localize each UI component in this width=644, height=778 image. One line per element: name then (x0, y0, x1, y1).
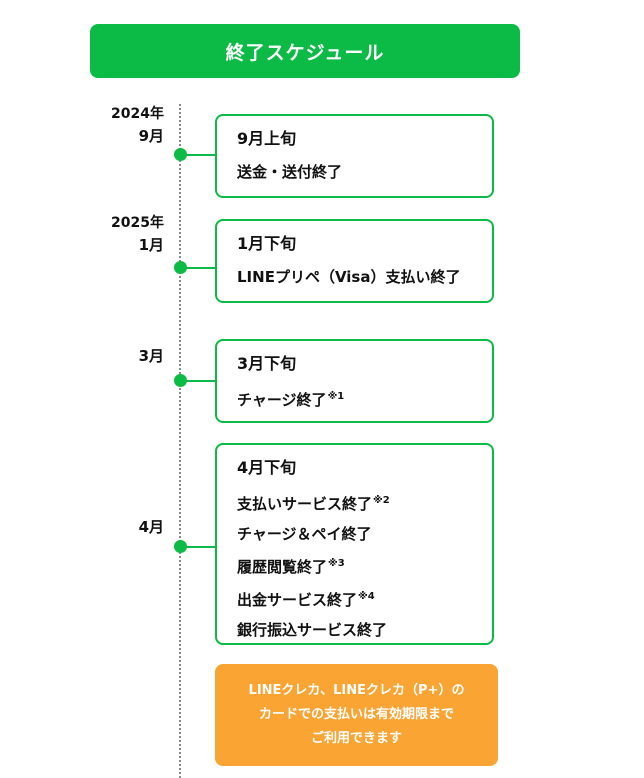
timeline-dot (174, 261, 187, 274)
card-item: 支払いサービス終了※2 (237, 495, 390, 513)
schedule-card-mar: 3月下旬 チャージ終了※1 (215, 339, 494, 423)
date-label: 4月 (139, 516, 164, 538)
timeline-connector (186, 267, 216, 269)
footnote-mark: ※1 (327, 391, 345, 402)
timeline-connector (186, 546, 216, 548)
timeline-dot (174, 540, 187, 553)
card-title: 3月下旬 (237, 354, 297, 373)
schedule-title: 終了スケジュール (225, 41, 385, 64)
footnote-mark: ※4 (358, 591, 375, 602)
card-item: 出金サービス終了※4 (237, 591, 375, 609)
date-label: 2024年 9月 (111, 103, 164, 147)
date-year: 2024年 (111, 106, 164, 122)
schedule-header: 終了スケジュール (90, 24, 520, 78)
note-line: カードでの支払いは有効期限まで (258, 707, 454, 722)
card-title: 4月下旬 (237, 458, 297, 477)
timeline-dot (174, 374, 187, 387)
credit-card-note: LINEクレカ、LINEクレカ（P+）の カードでの支払いは有効期限まで ご利用… (215, 664, 498, 766)
card-item: LINEプリペ（Visa）支払い終了 (237, 268, 461, 286)
note-line: ご利用できます (310, 731, 402, 746)
card-item: 送金・送付終了 (237, 163, 343, 181)
schedule-card-apr: 4月下旬 支払いサービス終了※2 チャージ＆ペイ終了 履歴閲覧終了※3 出金サー… (215, 443, 494, 645)
schedule-card-sep-2024: 9月上旬 送金・送付終了 (215, 114, 494, 198)
date-month: 9月 (138, 127, 164, 145)
date-month: 1月 (138, 236, 164, 254)
date-label: 3月 (139, 345, 164, 367)
schedule-card-jan-2025: 1月下旬 LINEプリペ（Visa）支払い終了 (215, 219, 494, 303)
date-month: 3月 (138, 347, 164, 365)
date-month: 4月 (138, 518, 164, 536)
card-item: 銀行振込サービス終了 (237, 621, 388, 639)
timeline-connector (186, 380, 216, 382)
timeline-line (179, 104, 181, 778)
timeline-dot (174, 148, 187, 161)
timeline-connector (186, 154, 216, 156)
card-item: 履歴閲覧終了※3 (237, 558, 345, 576)
card-title: 1月下旬 (237, 234, 297, 253)
footnote-mark: ※2 (373, 495, 390, 506)
footnote-mark: ※3 (328, 558, 345, 569)
card-item: チャージ＆ペイ終了 (237, 525, 372, 543)
date-year: 2025年 (111, 215, 164, 231)
note-line: LINEクレカ、LINEクレカ（P+）の (248, 683, 465, 698)
card-title: 9月上旬 (237, 129, 297, 148)
date-label: 2025年 1月 (111, 212, 164, 256)
card-item: チャージ終了※1 (237, 391, 345, 409)
